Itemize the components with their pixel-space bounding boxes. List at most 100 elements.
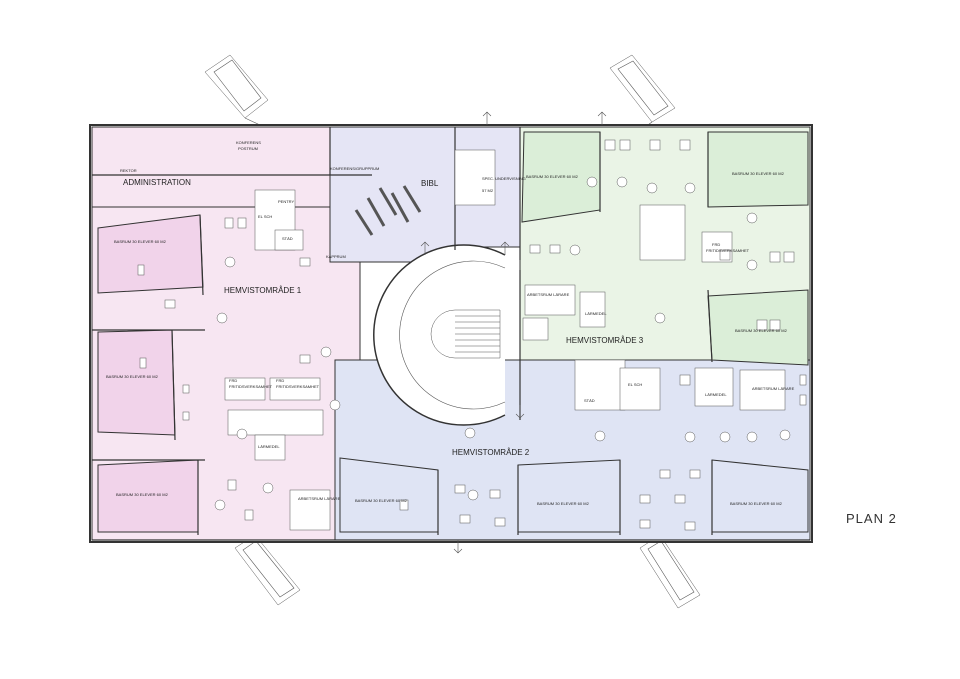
round-table (320, 346, 332, 358)
arbetsrum-label-1: ARBETSRUM LÄRARE (298, 496, 341, 501)
elsch-label-2: EL SCH (628, 382, 642, 387)
desk (139, 357, 147, 369)
round-table (594, 430, 606, 442)
basrum-label-bottom-1: BASRUM 30 ELEVER 60 M2 (355, 498, 408, 503)
desk (299, 257, 311, 267)
round-table (224, 256, 236, 268)
round-table (464, 427, 476, 439)
desk (182, 411, 190, 421)
fritid-label-3: FRITIDSVERKSAMHET (706, 248, 750, 253)
basrum-label-left-1: BASRUM 30 ELEVER 60 M2 (114, 239, 167, 244)
exit-arrows (420, 111, 607, 554)
basrum-room-bottom-3 (711, 459, 809, 533)
desk (783, 251, 795, 263)
basrum-label-right-1: BASRUM 30 ELEVER 60 M2 (735, 328, 788, 333)
desk (769, 251, 781, 263)
lararmobel-label-1: LÄRMEDEL (258, 444, 280, 449)
round-table (616, 176, 628, 188)
round-table (719, 431, 731, 443)
round-table (236, 428, 248, 440)
rektor-label: REKTOR (120, 168, 137, 173)
frd-label-1: FRD (229, 378, 237, 383)
round-table (569, 244, 581, 256)
basrum-room-left-1 (97, 214, 204, 294)
desk (689, 469, 701, 479)
spec-label: SPEC. UNDERVISNING (482, 176, 526, 181)
fritid-label-1: FRITIDSVERKSAMHET (229, 384, 273, 389)
round-table (329, 399, 341, 411)
library-shelf (390, 192, 410, 223)
desk (639, 519, 651, 529)
round-table (684, 431, 696, 443)
desk (684, 521, 696, 531)
desk (237, 217, 247, 229)
round-table (746, 212, 758, 224)
desk (137, 264, 145, 276)
plan-title: PLAN 2 (846, 511, 897, 526)
library-shelf (378, 187, 398, 216)
round-table (654, 312, 666, 324)
basrum-room-bottom-1 (339, 457, 439, 533)
arbetsrum-label-3: ARBETSRUM LÄRARE (752, 386, 795, 391)
desk (604, 139, 616, 151)
library-shelf (366, 197, 386, 227)
round-table (214, 499, 226, 511)
round-table (779, 429, 791, 441)
zone-administration (91, 126, 373, 208)
stad-label-2: STÄD (584, 398, 595, 403)
basrum-room-bottom-2 (517, 459, 621, 533)
desk (549, 244, 561, 254)
round-table (746, 259, 758, 271)
hemvist-2-label: HEMVISTOMRÅDE 2 (452, 448, 530, 457)
desk (619, 139, 631, 151)
arbetsrum-label-2: ARBETSRUM LÄRARE (527, 292, 570, 297)
bibl-label: BIBL (421, 179, 439, 188)
stair-tower-top-left (204, 54, 269, 126)
basrum-label-bottom-2: BASRUM 30 ELEVER 60 M2 (537, 501, 590, 506)
desk (399, 499, 409, 511)
interior-walls (92, 127, 810, 541)
desk (756, 319, 768, 331)
desk (649, 139, 661, 151)
library-shelf (354, 209, 374, 236)
desk (244, 509, 254, 521)
round-table (216, 312, 228, 324)
fritid-label-2: FRITIDSVERKSAMHET (276, 384, 320, 389)
spec-area-label: 57 M2 (482, 188, 494, 193)
basrum-room-left-2 (97, 329, 176, 436)
desk (494, 517, 506, 527)
desk (182, 384, 190, 394)
round-table (586, 176, 598, 188)
desk (459, 514, 471, 524)
kapprum-label: KAPPRUM (326, 254, 346, 259)
desk (639, 494, 651, 504)
desk (224, 217, 234, 229)
library-shelf (402, 185, 422, 213)
desk (799, 394, 807, 406)
desk (489, 489, 501, 499)
basrum-room-top-2 (707, 131, 809, 208)
desk (799, 374, 807, 386)
frd-label-2: FRD (276, 378, 284, 383)
stad-label: STÄD (282, 236, 293, 241)
desk (659, 469, 671, 479)
desk (454, 484, 466, 494)
desk (227, 479, 237, 491)
desk (299, 354, 311, 364)
konferens-grupprum-label: KONFERENS/GRUPPRUM (330, 166, 379, 171)
basrum-label-top-2: BASRUM 30 ELEVER 60 M2 (732, 171, 785, 176)
administration-label: ADMINISTRATION (123, 178, 191, 187)
desk (679, 139, 691, 151)
central-atrium (373, 244, 506, 426)
hemvist-3-label: HEMVISTOMRÅDE 3 (566, 336, 644, 345)
desk (674, 494, 686, 504)
pentry-label: PENTRY (278, 199, 294, 204)
round-table (746, 431, 758, 443)
desk (679, 374, 691, 386)
basrum-label-left-3: BASRUM 30 ELEVER 60 M2 (116, 492, 169, 497)
furniture (137, 139, 807, 531)
service-rooms (224, 149, 786, 531)
desk (164, 299, 176, 309)
stair-tower-bottom-left (234, 534, 301, 606)
